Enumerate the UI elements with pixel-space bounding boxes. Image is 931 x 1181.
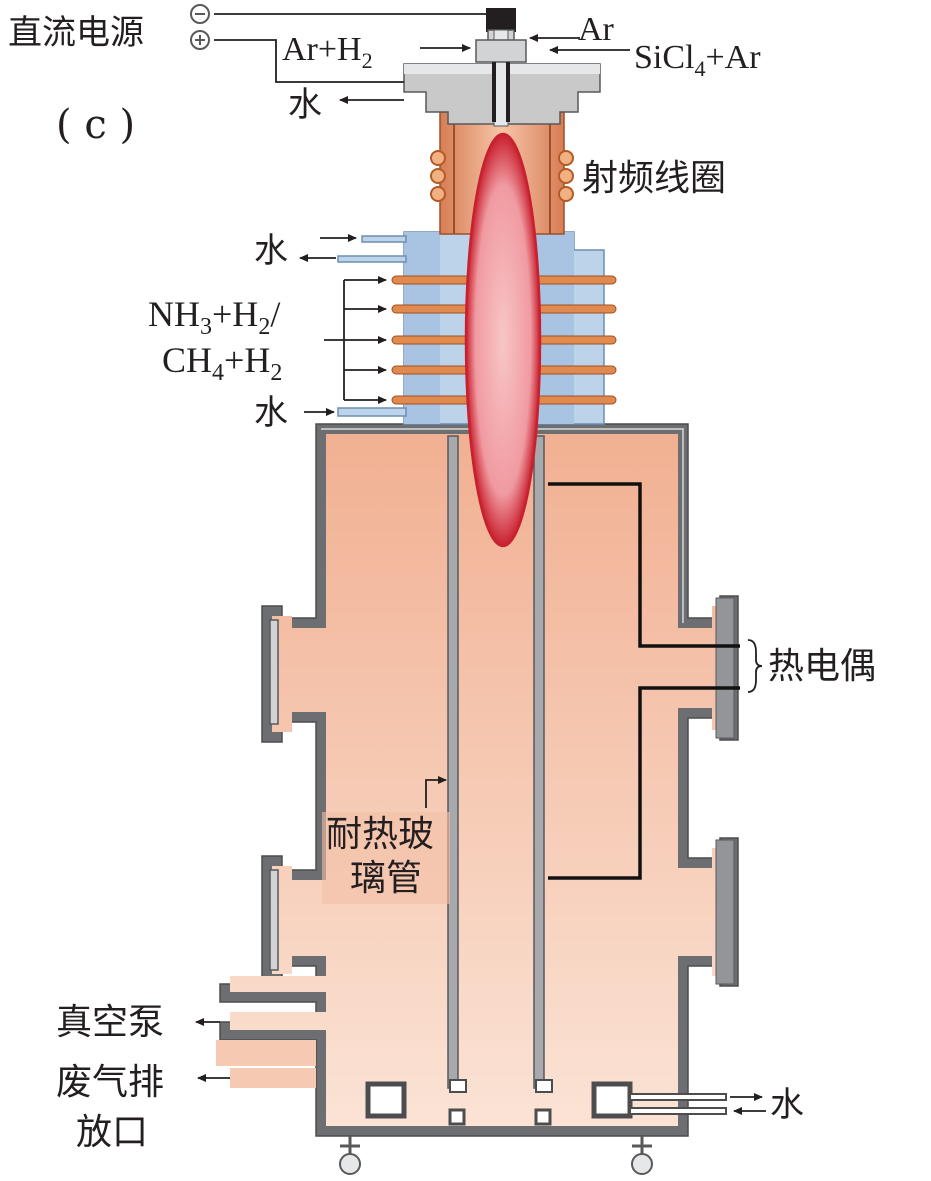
electrode [486,8,516,32]
label-vacuum-pump: 真空泵 [56,1002,164,1043]
label-water-lower: 水 [254,393,288,433]
glass-tube-wall-left [447,435,459,1089]
panel-label: ( c ) [56,102,135,148]
reaction-chamber [219,423,740,1175]
label-exhaust-line2: 放口 [76,1112,148,1153]
label-dc-power: 直流电源 [8,13,144,53]
thermocouple-wire-upper [548,482,740,648]
left-port-window-lower [269,869,279,971]
connection-lines [195,13,766,1115]
label-water-bottom: 水 [770,1085,804,1125]
plasma-flame [464,132,542,548]
label-ar-h2: Ar+H2 [282,31,373,73]
label-glass-tube-line2: 璃管 [350,858,422,899]
label-thermocouple: 热电偶 [768,646,876,687]
label-nh3-h2: NH3+H2/ [148,294,280,340]
label-ch4-h2: CH4+H2 [162,340,282,386]
right-port-flange-lower [715,839,735,985]
label-ar-top: Ar [578,11,615,48]
label-rf-coil: 射频线圈 [582,158,726,199]
chamber-interior [230,434,728,1126]
right-port-flange-upper [715,597,735,739]
dc-power-terminals [190,4,210,50]
bottom-water-pipe [629,1093,727,1101]
label-sicl4-ar: SiCl4+Ar [634,39,761,81]
label-exhaust-line1: 废气排 [56,1062,164,1103]
label-water-upper: 水 [254,231,288,271]
left-port-window-upper [269,619,279,725]
glass-tube-wall-right [533,435,545,1089]
chamber-feet [339,1136,653,1175]
torch-head [403,8,601,127]
label-water-top: 水 [288,85,322,125]
thermocouple-wire-lower [548,686,740,880]
rf-coil [430,150,574,202]
label-glass-tube-line1: 耐热玻 [326,814,434,855]
